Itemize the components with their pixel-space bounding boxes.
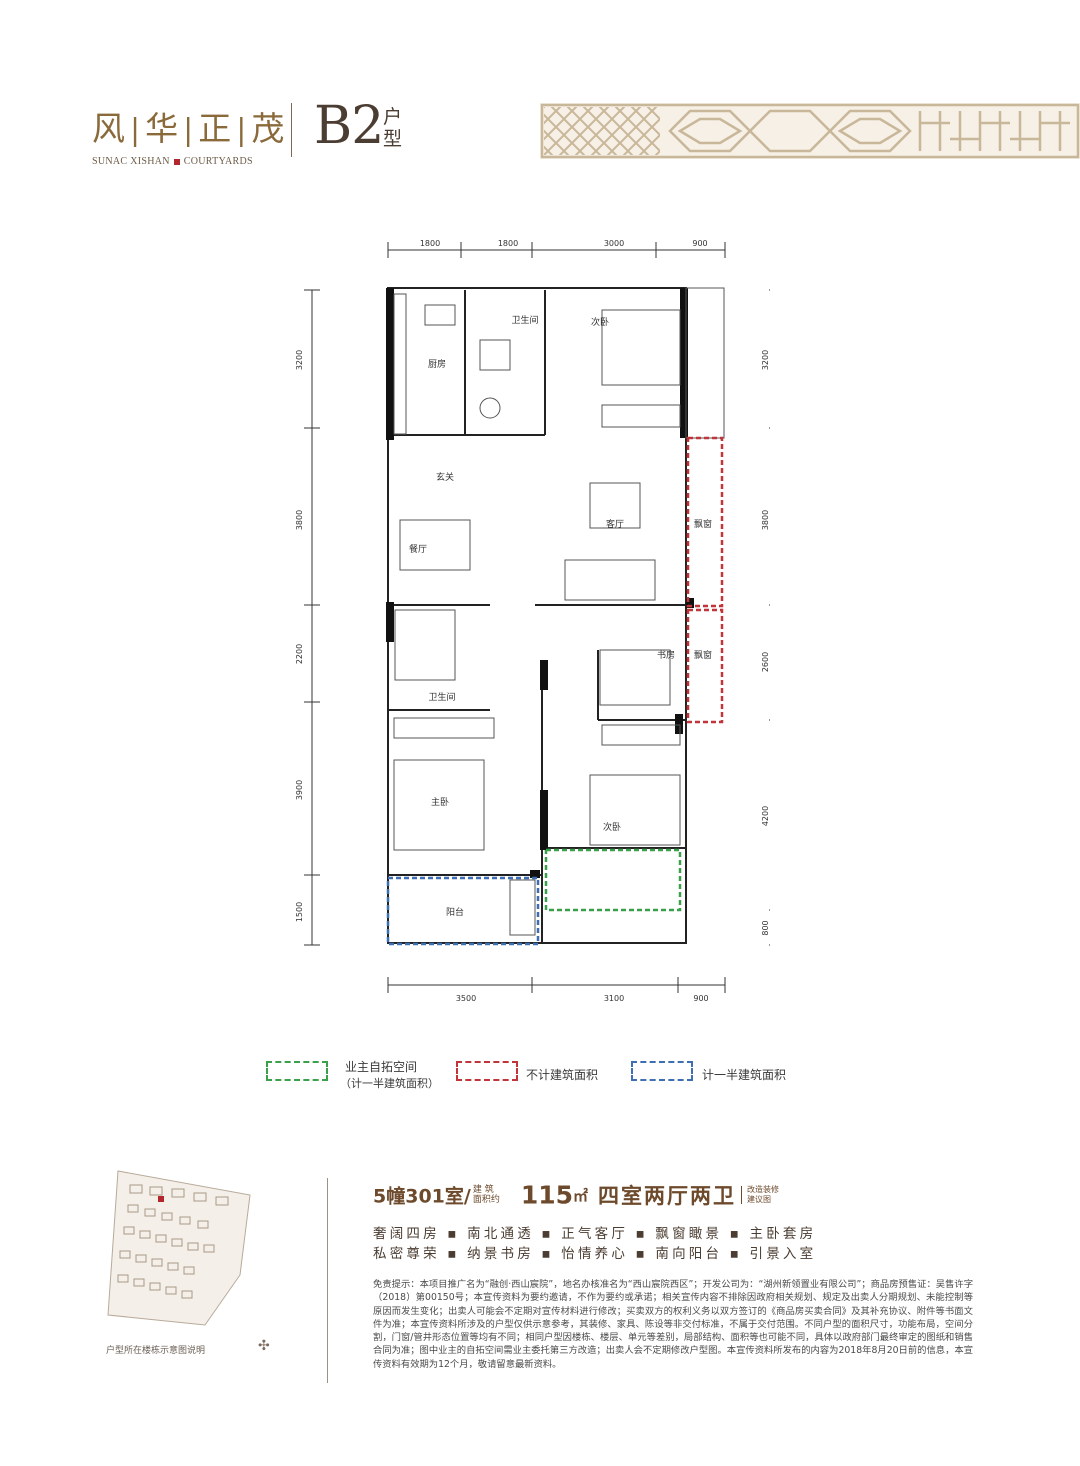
legend: 业主自拓空间 （计一半建筑面积） 不计建筑面积 计一半建筑面积	[0, 1058, 1080, 1098]
unit-info-separator	[741, 1186, 743, 1204]
dim-right-3: 2600	[761, 652, 770, 672]
furniture	[393, 293, 681, 936]
unit-type-label: 户型	[383, 106, 403, 150]
dim-bottom-1: 3500	[456, 994, 476, 1003]
site-map-caption: 户型所在楼栋示意图说明	[106, 1346, 206, 1356]
area-not-counted-1	[686, 436, 724, 608]
feature-list: 奢阔四房 ▪ 南北通透 ▪ 正气客厅 ▪ 飘窗瞰景 ▪ 主卧套房 私密尊荣 ▪ …	[373, 1224, 816, 1264]
area-label: 建 筑面积约	[473, 1185, 519, 1205]
room-balcony: 阳台	[446, 906, 464, 918]
feature-line-2: 私密尊荣 ▪ 纳景书房 ▪ 怡情养心 ▪ 南向阳台 ▪ 引景入室	[373, 1246, 817, 1262]
area-half-counted	[386, 876, 540, 946]
info-divider	[327, 1178, 328, 1383]
legend-swatch-red	[456, 1061, 518, 1081]
legend-label-blue: 计一半建筑面积	[702, 1068, 787, 1082]
area-label-bottom: 面积约	[472, 1195, 500, 1205]
dim-bottom-2: 3100	[604, 994, 624, 1003]
dim-top-3: 3000	[604, 239, 624, 248]
room-living: 客厅	[606, 518, 624, 530]
room-dining: 餐厅	[409, 543, 427, 555]
legend-swatch-blue	[631, 1061, 693, 1081]
brand-char: 正	[198, 109, 233, 148]
dim-top-1: 1800	[420, 239, 440, 248]
legend-sublabel-green: （计一半建筑面积）	[340, 1077, 439, 1090]
floor-plan: 1800 1800 3000 900 3500 3100 900 3200 38…	[295, 239, 770, 1003]
legend-label-red: 不计建筑面积	[526, 1068, 599, 1082]
unit-layout: 四室两厅两卫	[598, 1184, 737, 1208]
brand-name-cn: 风|华|正|茂	[92, 109, 286, 148]
legend-swatch-green	[266, 1061, 328, 1081]
room-study: 书房	[657, 649, 675, 661]
lattice-pattern-decoration	[540, 103, 1080, 159]
site-plan-map	[107, 1170, 251, 1326]
dim-left-1: 3200	[295, 350, 304, 370]
dim-left-4: 3900	[295, 780, 304, 800]
dim-right-5: 800	[761, 920, 770, 935]
brand-logo: 风|华|正|茂 SUNAC XISHAN COURTYARDS	[92, 102, 285, 167]
disclaimer-text: 免责提示：本项目推广名为“融创·西山宸院”，地名办核准名为“西山宸院西区”；开发…	[373, 1279, 973, 1370]
renovation-note-top: 改造装修	[747, 1185, 780, 1194]
room-master-bedroom: 主卧	[431, 796, 449, 808]
unit-area: 115	[520, 1180, 574, 1210]
room-foyer: 玄关	[436, 471, 454, 483]
dim-top-4: 900	[692, 239, 707, 248]
unit-code: B2	[314, 96, 384, 156]
brand-char: 风	[92, 109, 126, 148]
renovation-note-bottom: 建议图	[747, 1195, 772, 1204]
dim-bottom-3: 900	[693, 994, 708, 1003]
room-bay-window-1: 飘窗	[694, 518, 712, 530]
renovation-note: 改造装修建议图	[747, 1185, 787, 1205]
legend-label-green: 业主自拓空间	[345, 1060, 418, 1074]
dim-right-1: 3200	[761, 350, 770, 370]
unit-area-unit: ㎡	[573, 1186, 589, 1205]
dim-right-4: 4200	[761, 806, 770, 826]
compass-icon: ✣	[258, 1338, 270, 1354]
room-kitchen: 厨房	[428, 358, 446, 370]
room-bath-mid: 卫生间	[428, 691, 455, 703]
room-bay-window-2: 飘窗	[694, 649, 712, 661]
dim-right-2: 3800	[761, 510, 770, 530]
dim-left-2: 3800	[295, 510, 304, 530]
unit-room-number: 5幢301室/	[373, 1185, 471, 1208]
room-bedroom2-bottom: 次卧	[603, 821, 621, 833]
dim-left-3: 2200	[295, 644, 304, 664]
area-not-counted-2	[686, 608, 724, 724]
brand-dot-icon	[173, 158, 180, 165]
wall-columns	[386, 288, 694, 878]
room-bath-top: 卫生间	[511, 314, 538, 326]
brand-name-en: SUNAC XISHAN COURTYARDS	[92, 156, 285, 167]
dim-top-2: 1800	[498, 239, 518, 248]
header-divider	[291, 103, 292, 157]
brand-char: 茂	[251, 109, 286, 148]
room-bedroom2-top: 次卧	[591, 316, 609, 328]
area-label-top: 建 筑	[472, 1185, 494, 1195]
area-owner-extension	[544, 848, 682, 912]
brand-char: 华	[145, 109, 180, 148]
dim-left-5: 1500	[295, 902, 304, 922]
dimension-lines	[304, 242, 770, 993]
building-marker	[158, 1196, 164, 1202]
feature-line-1: 奢阔四房 ▪ 南北通透 ▪ 正气客厅 ▪ 飘窗瞰景 ▪ 主卧套房	[373, 1226, 817, 1242]
brand-en-left: SUNAC XISHAN	[92, 156, 170, 167]
brand-en-right: COURTYARDS	[183, 156, 253, 167]
